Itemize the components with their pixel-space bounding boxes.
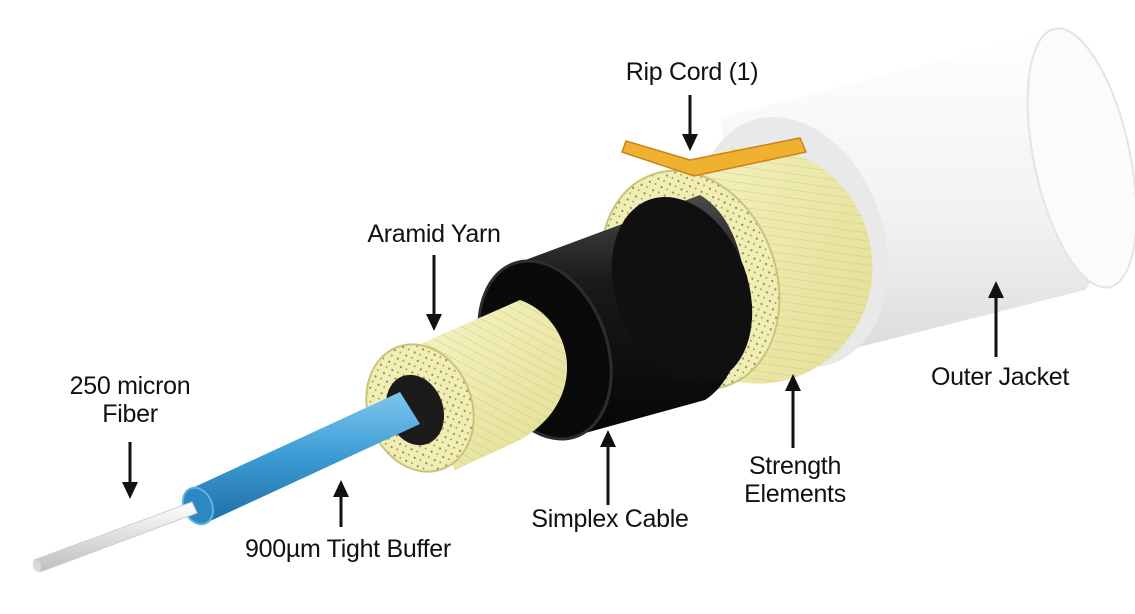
- strength-elements-label-line2: Elements: [744, 480, 846, 508]
- outer-jacket-arrow: [988, 281, 1004, 357]
- callout-arrows: [122, 95, 1004, 527]
- tight-buffer-label: 900µm Tight Buffer: [245, 535, 451, 563]
- fiber-label-line1: 250 micron: [69, 372, 191, 400]
- rip-cord-label: Rip Cord (1): [625, 58, 759, 86]
- rip-cord: [621, 137, 808, 177]
- tight-buffer: [181, 392, 420, 526]
- outer-jacket-label: Outer Jacket: [930, 363, 1070, 391]
- fiber-label-line2: Fiber: [102, 400, 158, 428]
- simplex-cable-arrow: [600, 430, 616, 505]
- strength-elements-label-line1: Strength: [748, 452, 842, 480]
- aramid-yarn-arrow: [426, 255, 442, 331]
- strength-elements-arrow: [785, 374, 801, 448]
- fiber-arrow: [122, 442, 138, 499]
- aramid-yarn-label: Aramid Yarn: [367, 220, 501, 248]
- simplex-cable-label: Simplex Cable: [531, 505, 689, 533]
- aramid-yarn: [365, 300, 568, 473]
- bare-fiber: [32, 501, 198, 573]
- tight-buffer-arrow: [333, 480, 349, 527]
- rip-cord-arrow: [682, 95, 698, 151]
